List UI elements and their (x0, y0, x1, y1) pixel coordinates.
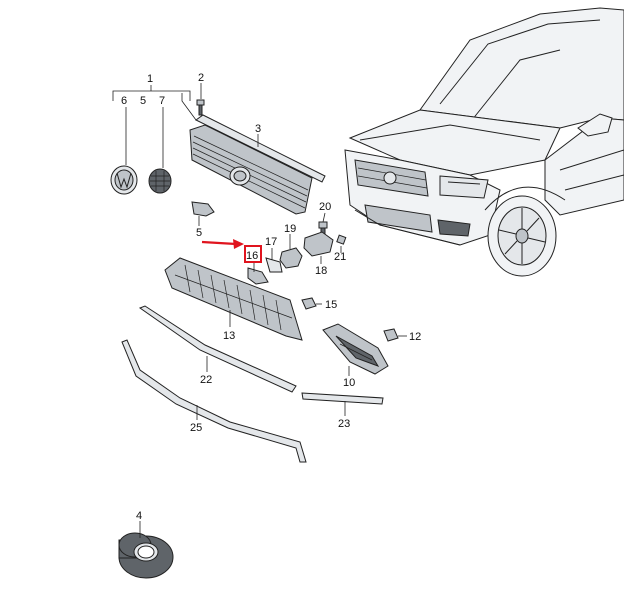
callout-19: 19 (284, 223, 296, 235)
part-7-emblem-base[interactable] (148, 168, 172, 194)
highlight-marker (201, 239, 262, 263)
part-21-clip[interactable] (336, 234, 347, 245)
part-1-radiator-grille[interactable] (189, 124, 313, 215)
part-2-screw[interactable] (196, 99, 205, 116)
part-10-side-grille[interactable] (322, 323, 389, 375)
callout-18: 18 (315, 265, 327, 277)
callout-4: 4 (136, 510, 142, 522)
part-4-adhesive-tape[interactable] (118, 532, 174, 579)
callout-7: 7 (159, 95, 165, 107)
callout-15: 15 (325, 299, 337, 311)
part-17-bracket[interactable] (265, 257, 283, 273)
callout-25: 25 (190, 422, 202, 434)
part-22-trim-strip[interactable] (138, 305, 297, 393)
part-6-emblem[interactable] (110, 165, 138, 195)
part-18-holder[interactable] (303, 231, 334, 257)
vehicle-illustration (344, 7, 624, 277)
part-3-trim-strip[interactable] (195, 114, 326, 183)
callout-22: 22 (200, 374, 212, 386)
callout-labels: 1 2 6 5 7 3 5 17 19 20 21 18 16 13 15 12… (121, 72, 421, 522)
part-23-trim-strip[interactable] (301, 392, 384, 405)
part-13-lower-grille[interactable] (164, 257, 303, 341)
callout-1: 1 (147, 73, 153, 85)
callout-23: 23 (338, 418, 350, 430)
part-25-lower-trim[interactable] (121, 339, 307, 463)
callout-12: 12 (409, 331, 421, 343)
callout-5: 5 (196, 227, 202, 239)
part-15-clip[interactable] (301, 297, 317, 310)
callout-13: 13 (223, 330, 235, 342)
part-12-clip[interactable] (383, 328, 399, 342)
callout-5-top: 5 (140, 95, 146, 107)
highlight-box (244, 245, 262, 263)
part-19-sensor[interactable] (279, 247, 303, 269)
callout-3: 3 (255, 123, 261, 135)
callout-21: 21 (334, 251, 346, 263)
callout-16: 16 (246, 250, 258, 262)
callout-20: 20 (319, 201, 331, 213)
leader-lines (112, 83, 407, 538)
part-5-bracket[interactable] (191, 201, 215, 217)
red-arrow-icon (233, 239, 244, 249)
callout-2: 2 (198, 72, 204, 84)
callout-10: 10 (343, 377, 355, 389)
part-16-bracket[interactable] (247, 267, 269, 285)
callout-17: 17 (265, 236, 277, 248)
callout-6: 6 (121, 95, 127, 107)
